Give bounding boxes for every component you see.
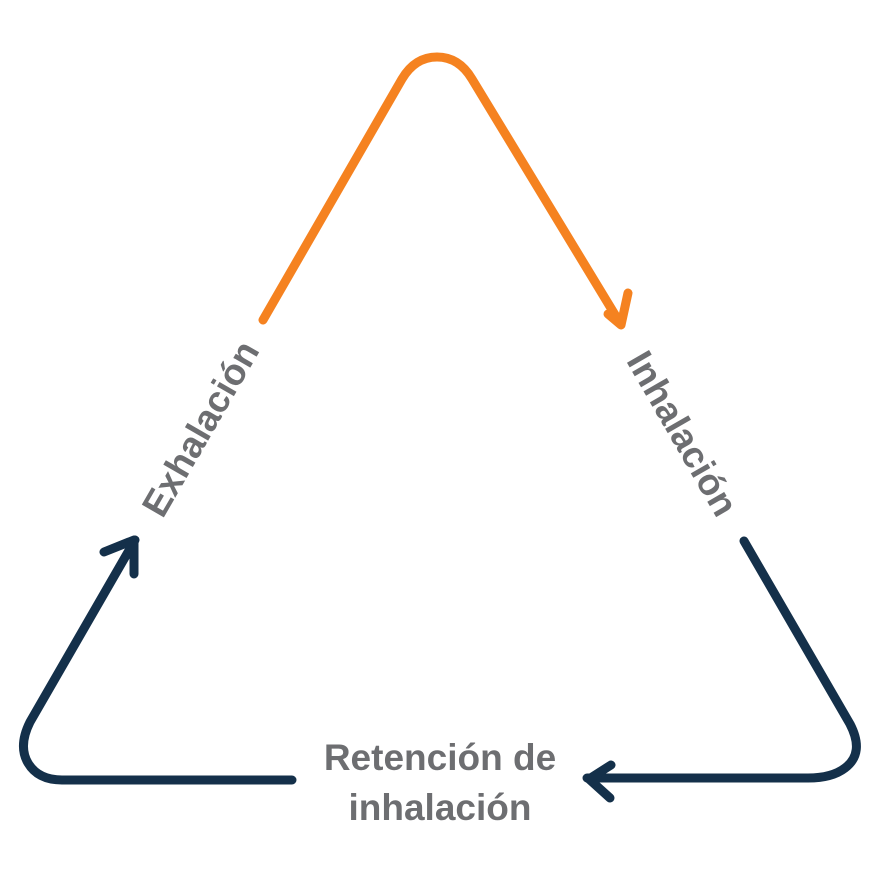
inhale-arrowhead	[603, 288, 633, 330]
label-retention-line2: inhalación	[348, 787, 532, 828]
label-exhalation: Exhalación	[134, 334, 267, 524]
label-inhalation: Inhalación	[619, 344, 746, 523]
exhale-arrow-path	[19, 535, 297, 785]
label-retention-line1: Retención de	[323, 737, 557, 778]
exhale-arrowhead	[99, 535, 139, 579]
retention-arrowhead	[584, 760, 616, 803]
retention-arrow-path	[582, 536, 861, 783]
label-retention: Retención de inhalación	[260, 733, 620, 833]
inhale-arrow-path	[258, 52, 625, 328]
